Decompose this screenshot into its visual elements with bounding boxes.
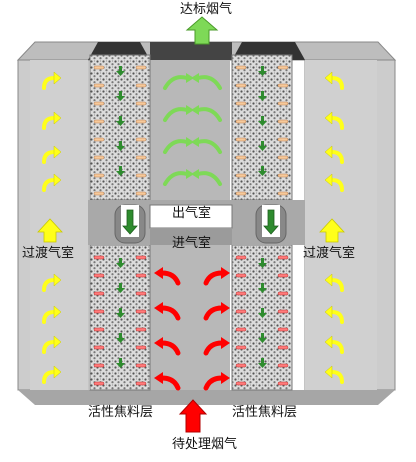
raw-flue-gas-label: 待处理烟气: [172, 437, 238, 452]
activated-coke-layer-right-label: 活性焦料层: [232, 405, 298, 420]
raw-inlet-arrow-icon: [178, 399, 208, 433]
transition-flow-arrowhead-icon: [53, 71, 333, 379]
transition-up-arrow-icon: [37, 218, 345, 243]
clean-gas-arrowhead-icon: [186, 73, 199, 179]
transition-chamber-left-label: 过渡气室: [22, 246, 75, 261]
tower-body: [16, 41, 397, 405]
pellets-lower-left: [93, 255, 147, 386]
inlet-chamber-label: 进气室: [172, 236, 212, 251]
clean-flue-gas-label: 达标烟气: [180, 2, 233, 17]
raw-gas-flow-arrow-icon: [159, 270, 225, 391]
down-arrow-icon: [116, 66, 267, 368]
pipe-down-arrow-icon: [122, 209, 279, 235]
pellets-upper-right: [235, 65, 289, 196]
outlet-chamber-label: 出气室: [172, 206, 212, 221]
transition-flow-arrow-icon: [42, 76, 344, 384]
transition-chamber-right-label: 过渡气室: [303, 246, 356, 261]
activated-coke-layer-left-label: 活性焦料层: [88, 405, 154, 420]
clean-outlet-arrow-icon: [185, 16, 219, 45]
pellets-upper-left: [93, 65, 147, 196]
clean-gas-flow-arrow-icon: [163, 75, 222, 186]
pellets-lower-right: [235, 255, 289, 386]
raw-gas-arrowhead-icon: [154, 267, 230, 384]
